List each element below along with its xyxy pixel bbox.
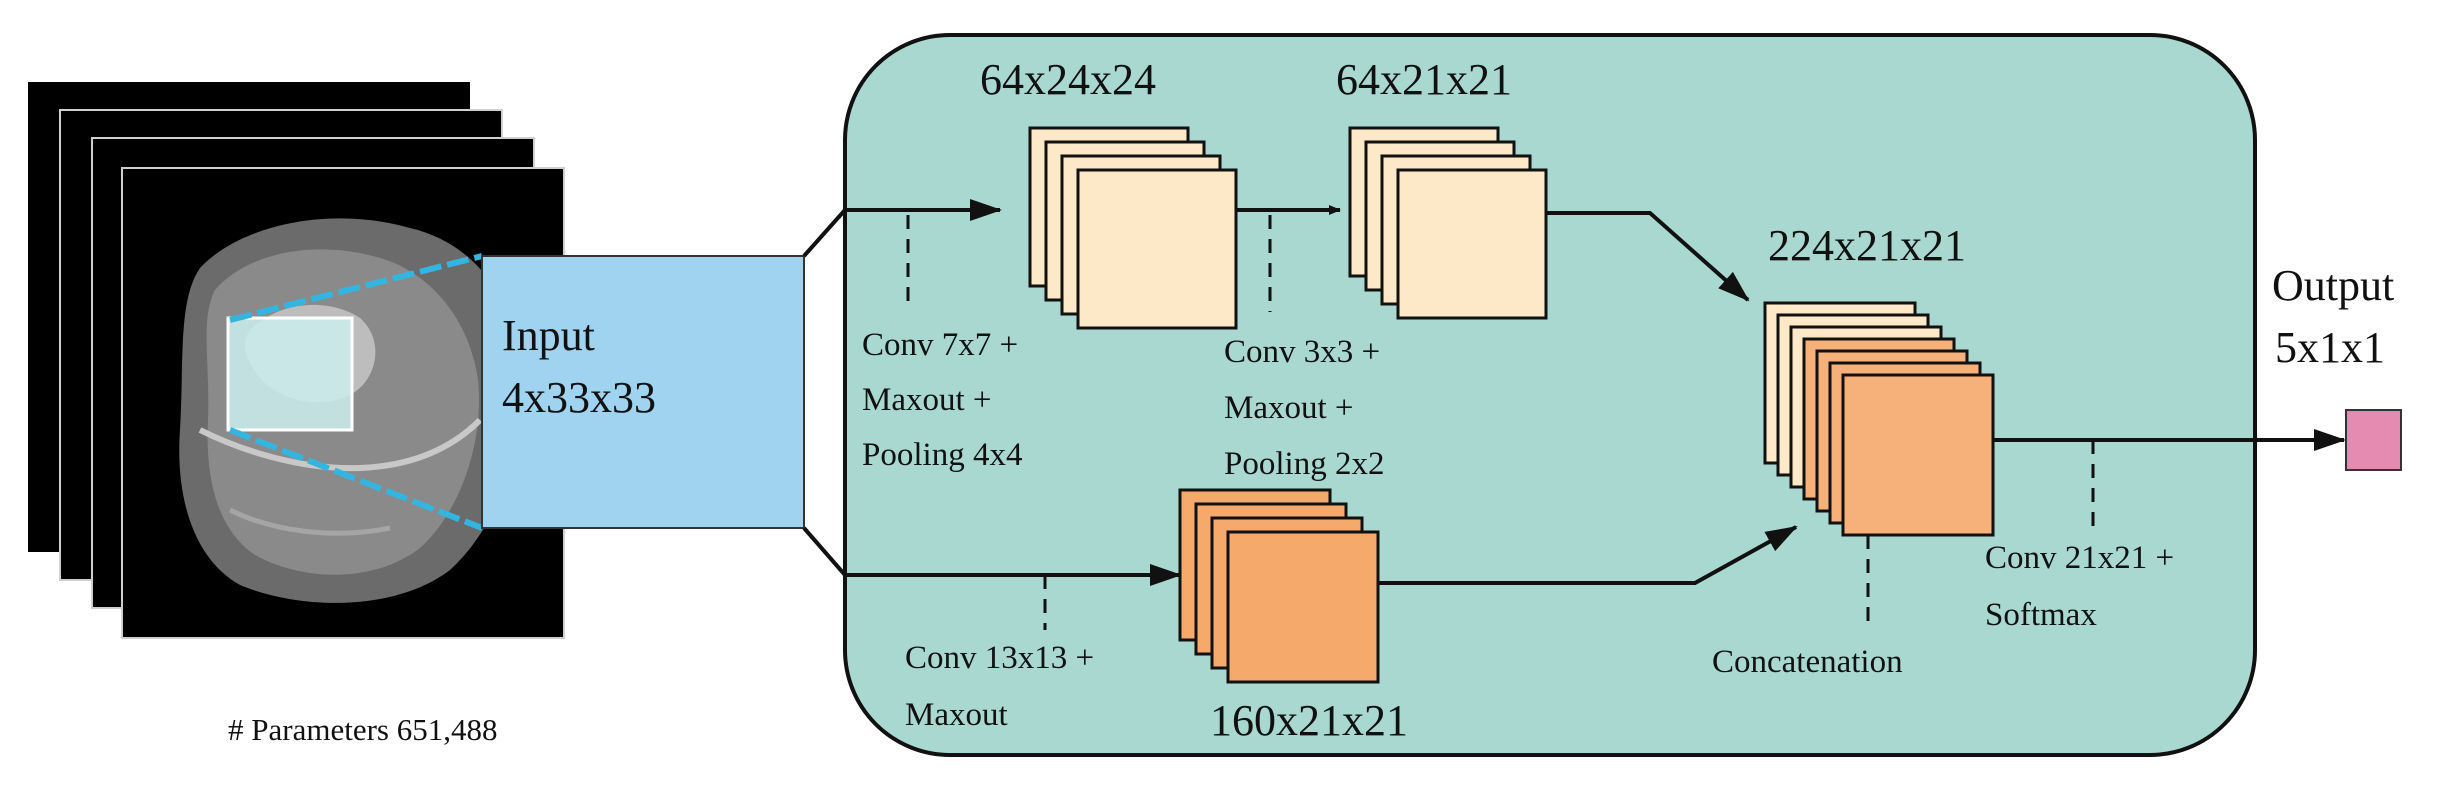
feature-map-layer (1226, 530, 1380, 684)
feature-map-layer (1396, 168, 1548, 320)
op-label-concatenation: Concatenation (1712, 644, 1903, 680)
input-patch-highlight (226, 316, 354, 432)
upper-pathway: 64x24x24 Conv 7x7 + Maxout + Pooling 4x4… (845, 55, 1750, 482)
feature-block-64x24x24 (1028, 126, 1238, 330)
dims-64x24x24: 64x24x24 (980, 55, 1156, 104)
op-label-conv7x7-line3: Pooling 4x4 (862, 437, 1022, 473)
op-label-conv3x3-line2: Maxout + (1224, 390, 1354, 426)
input-to-lower-connector (802, 526, 847, 577)
op-label-conv21x21-line2: Softmax (1985, 597, 2097, 633)
op-label-conv7x7-line1: Conv 7x7 + (862, 327, 1018, 363)
output-block (2345, 409, 2402, 471)
op-label-conv3x3-line1: Conv 3x3 + (1224, 334, 1380, 370)
arrow-lower-to-concat (1378, 525, 1798, 585)
feature-block-64x21x21 (1348, 126, 1548, 320)
input-label-line2: 4x33x33 (502, 373, 656, 422)
op-label-conv13x13-line2: Maxout (905, 697, 1008, 733)
mri-slice-stack (28, 82, 565, 639)
output-label-line1: Output (2272, 261, 2394, 310)
op-label-conv13x13-line1: Conv 13x13 + (905, 640, 1094, 676)
input-block (481, 255, 805, 529)
feature-map-layer (1076, 168, 1238, 330)
feature-block-224x21x21 (1763, 301, 1995, 537)
zoom-line-bottom (228, 427, 484, 531)
dims-160x21x21: 160x21x21 (1210, 696, 1408, 745)
zoom-line-top (229, 253, 483, 323)
dims-64x21x21: 64x21x21 (1336, 55, 1512, 104)
dims-224x21x21: 224x21x21 (1768, 221, 1966, 270)
lower-pathway: 160x21x21 Conv 13x13 + Maxout (845, 488, 1798, 745)
op-label-conv21x21-line1: Conv 21x21 + (1985, 540, 2174, 576)
parameters-label: # Parameters 651,488 (228, 712, 497, 747)
input-to-upper-connector (802, 208, 847, 258)
feature-block-160x21x21 (1178, 488, 1380, 684)
input-label-line1: Input (502, 311, 595, 360)
op-label-conv3x3-line3: Pooling 2x2 (1224, 446, 1384, 482)
op-label-conv7x7-line2: Maxout + (862, 382, 992, 418)
output-label-line2: 5x1x1 (2275, 323, 2385, 372)
arrow-upper-to-concat (1546, 211, 1750, 302)
feature-map-layer (1841, 373, 1995, 537)
